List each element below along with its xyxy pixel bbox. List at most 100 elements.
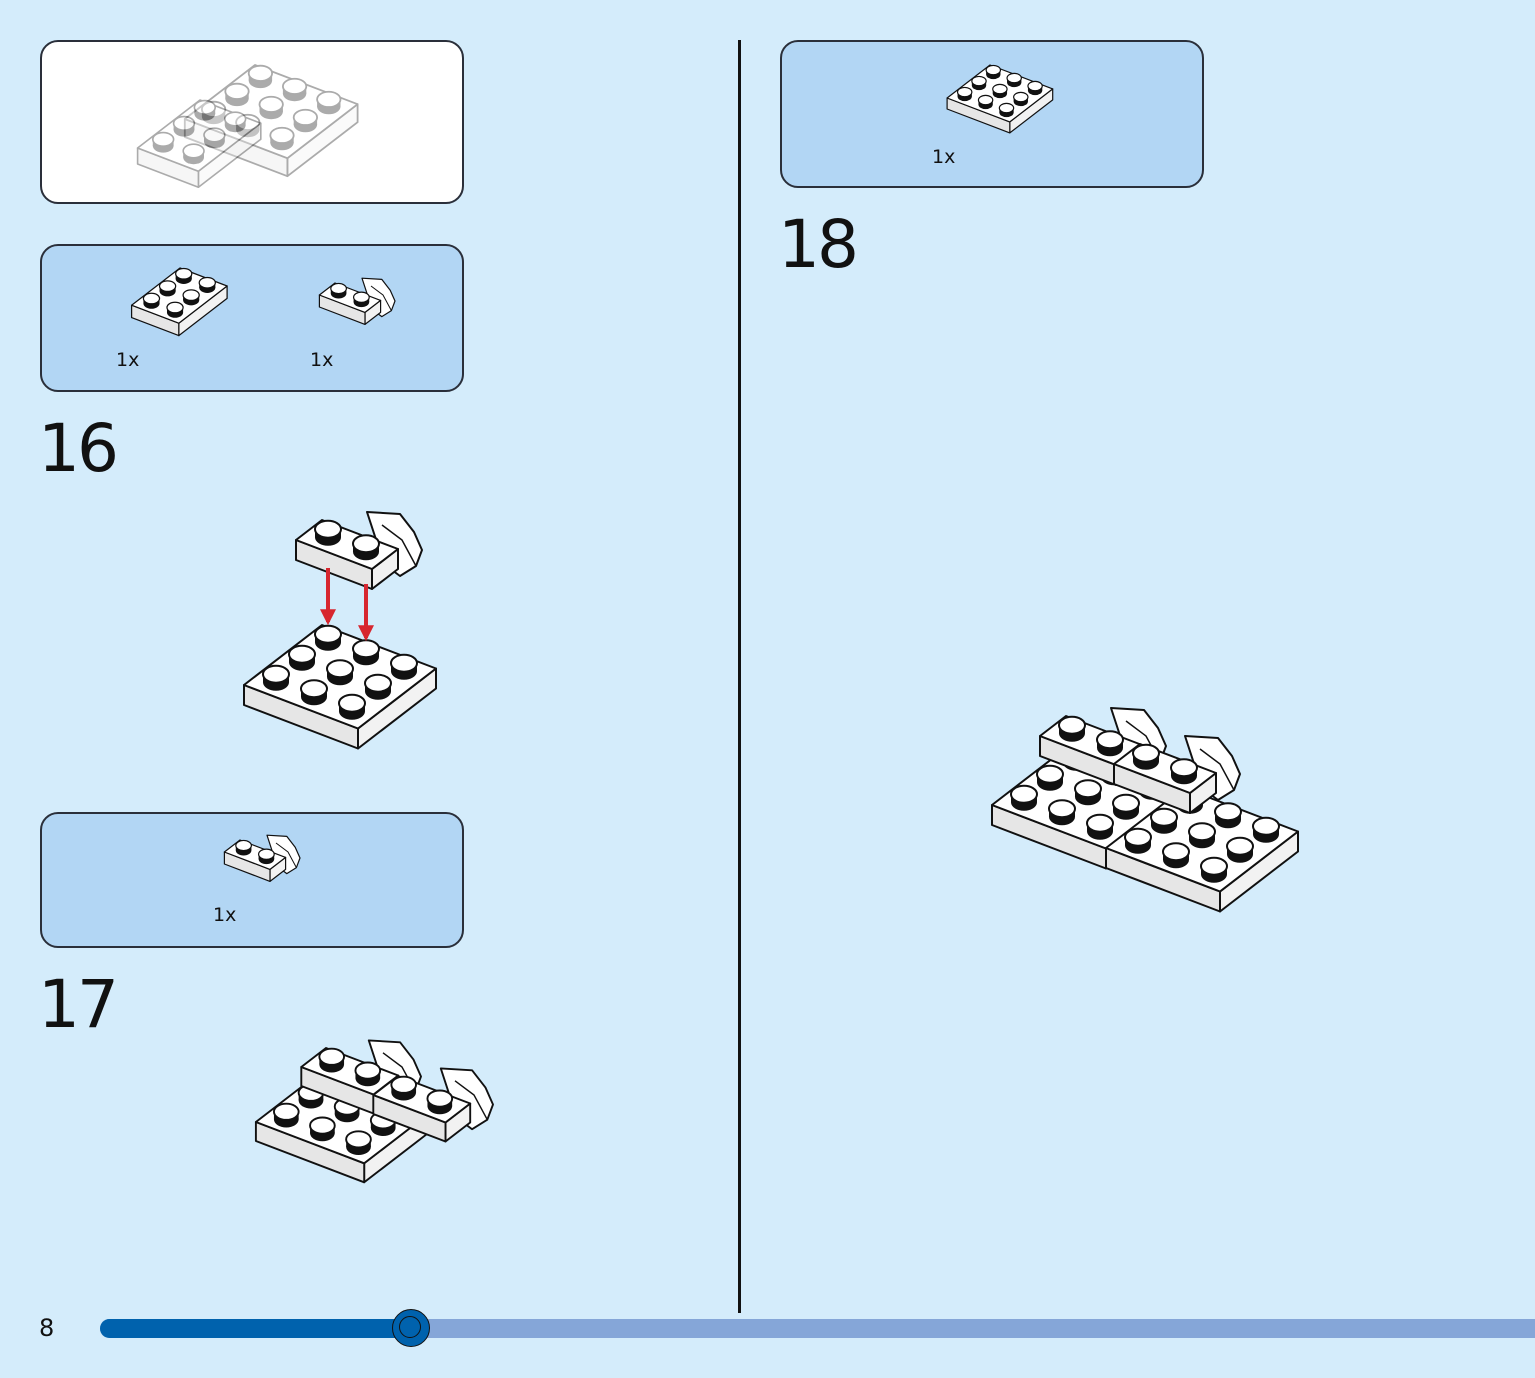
stud-side: [334, 1106, 360, 1115]
progress-handle[interactable]: [392, 1309, 431, 1347]
plate-front: [1039, 735, 1117, 786]
stud-base: [323, 1073, 349, 1090]
stud-top: [1200, 856, 1228, 876]
stud-side: [1133, 753, 1159, 762]
plate-top: [295, 519, 399, 570]
stud-side: [323, 1073, 349, 1082]
stud-base: [327, 668, 353, 686]
stud-base: [1215, 811, 1241, 829]
stud-base: [353, 543, 379, 561]
stud-top: [1086, 813, 1114, 833]
stud-top: [309, 1116, 336, 1135]
page-number: 8: [39, 1314, 55, 1342]
stud-base: [1253, 825, 1279, 843]
stud-top: [1096, 730, 1124, 750]
plate-side: [357, 667, 437, 750]
stud-side: [1059, 725, 1085, 734]
model-preview-box: [40, 40, 464, 204]
stud-base: [1101, 768, 1127, 786]
stud-top: [1176, 787, 1204, 807]
stud-side: [1189, 831, 1215, 840]
stud-side: [359, 1087, 385, 1096]
stud-top: [1252, 816, 1280, 836]
stud-top: [300, 679, 328, 699]
stud-base: [1151, 816, 1177, 834]
stud-side: [391, 663, 417, 672]
progress-bar[interactable]: [100, 1319, 1535, 1338]
stud-top: [314, 624, 342, 644]
stud-base: [315, 528, 341, 546]
stud-side: [289, 654, 315, 663]
stud-top: [1132, 743, 1160, 763]
stud-top: [333, 1097, 361, 1116]
stud-base: [1059, 724, 1085, 742]
step-number-18: 18: [778, 206, 859, 283]
stud-base: [1125, 836, 1151, 854]
part-qty: 1x: [310, 349, 334, 371]
wedge-plate-placing: [366, 511, 423, 577]
stud-base: [339, 702, 365, 720]
stud-base: [1171, 767, 1197, 785]
plate-side: [1219, 830, 1299, 913]
stud-top: [1062, 744, 1090, 764]
wedge-body: [1110, 707, 1167, 773]
stud-side: [346, 1139, 371, 1147]
stud-base: [289, 653, 315, 671]
stud-top: [1124, 827, 1152, 847]
page-divider: [738, 40, 741, 1313]
base-plate-3x3: [254, 1064, 440, 1184]
stud-base: [427, 1098, 453, 1115]
stud-side: [1215, 811, 1241, 820]
stud-base: [310, 1125, 335, 1142]
stud-side: [1227, 846, 1253, 855]
stud-side: [339, 703, 365, 712]
step-number-17: 17: [38, 966, 119, 1043]
wedge-plate-base: [295, 519, 399, 590]
plate-top: [991, 744, 1185, 850]
stud-top: [352, 534, 380, 554]
wedge-edge: [1125, 720, 1161, 763]
wedge-edge: [382, 1052, 416, 1093]
stud-base: [273, 1111, 299, 1128]
stud-top: [318, 1047, 346, 1066]
stud-top: [272, 1102, 300, 1121]
stud-side: [1253, 826, 1279, 835]
stud-top: [354, 1061, 382, 1080]
stud-side: [1139, 783, 1165, 792]
part-qty: 1x: [932, 146, 956, 168]
plate-top: [254, 1064, 440, 1165]
plate-top: [300, 1047, 400, 1096]
wedge-body: [1184, 735, 1241, 801]
stud-top: [288, 644, 316, 664]
plate-front: [372, 1094, 447, 1143]
stud-top: [1058, 715, 1086, 735]
stud-base: [1075, 788, 1101, 806]
stud-side: [1101, 768, 1127, 777]
stud-top: [352, 639, 380, 659]
stud-side: [1075, 788, 1101, 797]
stud-base: [365, 682, 391, 700]
stud-base: [319, 1056, 345, 1073]
step-number-16: 16: [38, 410, 119, 487]
stud-base: [1139, 782, 1165, 800]
stud-top: [369, 1111, 397, 1130]
stud-base: [1113, 802, 1139, 820]
stud-side: [370, 1120, 396, 1128]
plate-side: [1105, 787, 1185, 870]
plate-side: [1115, 744, 1143, 786]
stud-side: [1177, 797, 1203, 806]
stud-side: [365, 683, 391, 692]
stud-base: [263, 673, 289, 691]
stud-top: [1048, 799, 1076, 819]
plate-top: [1039, 715, 1143, 766]
wedge-edge: [381, 524, 417, 567]
stud-side: [1097, 739, 1123, 748]
stud-top: [322, 1064, 350, 1083]
plate-front: [1113, 763, 1191, 814]
stud-base: [1037, 773, 1063, 791]
step-16-parts-box: [40, 244, 464, 392]
wedge-plate: [439, 1067, 494, 1131]
stud-base: [334, 1106, 360, 1123]
stud-base: [301, 688, 327, 706]
